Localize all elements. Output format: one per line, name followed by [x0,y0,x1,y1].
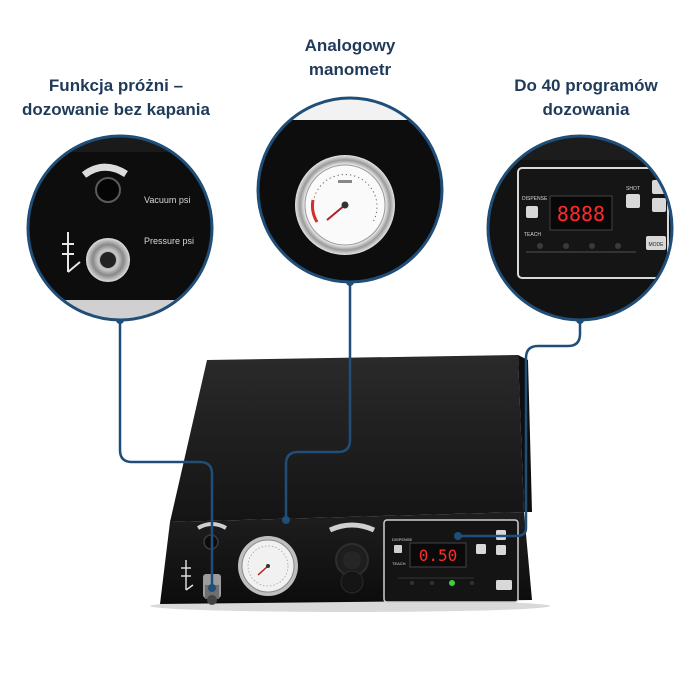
mode-label: MODE [649,242,665,248]
dispenser-unit: DISPENSE TEACH 0.50 [150,355,550,612]
status-led [589,243,595,249]
shot-label: SHOT [626,186,640,192]
mode-button[interactable] [496,580,512,590]
vacuum-callout-label: Funkcja próżni – dozowanie bez kapania [0,74,232,122]
syringe-icon [62,232,81,273]
teach-label: TEACH [392,561,406,566]
vacuum-port [95,177,121,203]
gauge-zoom-circle [256,96,444,284]
programs-callout-line1: Do 40 programów [514,76,658,95]
gauge-needle [326,204,346,221]
status-led [470,581,474,585]
front-pressure-gauge [238,536,298,596]
programs-zoom-circle: DISPENSE TEACH 8888 SHOT MODE [486,134,674,322]
dispense-button[interactable] [526,206,538,218]
led-display-value: 8888 [557,202,605,226]
pressure-regulator-knob[interactable] [328,522,376,594]
dispense-label: DISPENSE [392,537,413,542]
programs-connector [458,320,582,538]
gauge-callout-line2: manometr [308,60,392,79]
dispense-label: DISPENSE [522,196,548,202]
status-led [615,243,621,249]
gauge-callout-line1: Analogowy [304,36,396,55]
pressure-psi-label: Pressure psi [144,236,194,246]
dispense-button[interactable] [394,545,402,553]
mode-button[interactable] [646,236,666,250]
vacuum-psi-label: Vacuum psi [144,195,190,205]
vacuum-connector [118,320,214,588]
led-display [409,542,467,568]
status-led [410,581,414,585]
led-display-value: 0.50 [419,546,458,565]
down-arrow-button[interactable] [496,545,506,555]
programs-callout-line2: dozowania [542,100,630,119]
device-top [170,355,524,522]
led-display [549,195,613,231]
vacuum-zoom-circle: Vacuum psi Pressure psi [26,134,214,322]
gauge-callout-label: Analogowy manometr [250,34,450,82]
teach-label: TEACH [524,232,541,238]
status-led-active [449,580,455,586]
gauge-connector [284,282,352,520]
status-led [430,581,434,585]
vacuum-callout-line1: Funkcja próżni – [48,76,184,95]
syringe-icon [181,560,194,591]
vacuum-callout-line2: dozowanie bez kapania [22,100,210,119]
vacuum-port-arc [81,163,128,178]
shot-button[interactable] [476,544,486,554]
status-led [537,243,543,249]
shot-button[interactable] [626,194,640,208]
status-led [563,243,569,249]
programs-callout-label: Do 40 programów dozowania [486,74,686,122]
connector-lines [118,282,582,588]
down-arrow-button[interactable] [652,198,666,212]
control-panel: DISPENSE TEACH 0.50 [383,519,519,603]
